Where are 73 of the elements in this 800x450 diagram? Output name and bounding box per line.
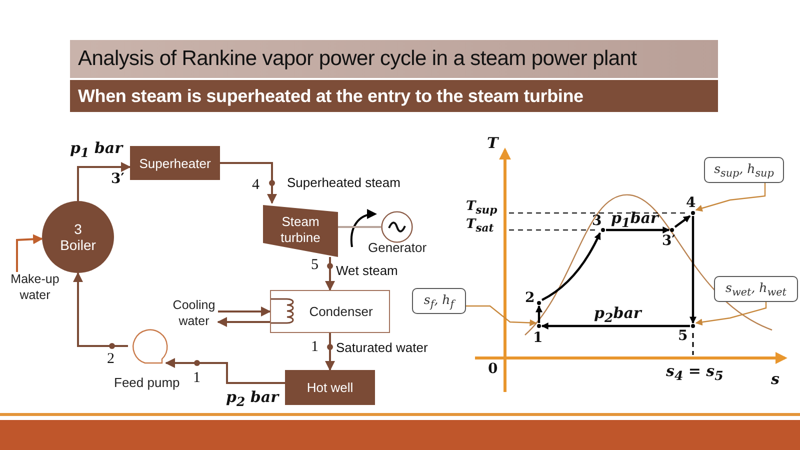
state-point xyxy=(690,210,696,216)
node-label: Hot well xyxy=(306,380,354,395)
callout-box xyxy=(714,276,798,302)
diagram-label: Wet steam xyxy=(336,264,398,277)
node-label: s$_{f}$, h$_{f}$ xyxy=(424,292,454,310)
node-caption: Feed pump xyxy=(114,375,180,390)
diagram-label: 3′ xyxy=(662,234,676,248)
diagram-label: 1 xyxy=(311,340,318,355)
process-arrow xyxy=(541,322,690,330)
node-caption: Generator xyxy=(368,240,427,255)
condenser-box xyxy=(270,290,390,333)
arrow xyxy=(16,234,44,272)
diagram-label: 2 xyxy=(525,291,535,305)
diagram-label: p$_{2}$ bar xyxy=(226,390,279,408)
process-arrow xyxy=(690,216,696,324)
arrow xyxy=(218,306,271,316)
generator-circle xyxy=(381,211,413,243)
state-point xyxy=(536,323,542,329)
superheater-box xyxy=(130,146,220,180)
process-arrow xyxy=(674,215,691,228)
node-label: s$_{wet}$, h$_{wet}$ xyxy=(726,280,786,298)
node-label: Superheater xyxy=(139,156,211,170)
node-label: Boiler xyxy=(60,237,96,253)
diagram-label: 1 xyxy=(193,371,200,386)
diagram-label: p$_{1}$ bar xyxy=(70,141,123,160)
arrow xyxy=(220,162,277,204)
diagram-label: s$_{4}$ = s$_{5}$ xyxy=(666,364,724,382)
arrow xyxy=(325,333,335,371)
shaft-line xyxy=(338,226,381,228)
process-arrow xyxy=(541,232,601,301)
leader-line xyxy=(695,183,766,212)
turbine-shape xyxy=(263,203,338,257)
leader-line xyxy=(466,305,537,326)
node-label: 3 xyxy=(74,221,82,237)
arrow xyxy=(73,272,128,347)
diagram-label: T$_{sat}$ xyxy=(466,218,494,234)
diagram-label: 5 xyxy=(311,258,318,273)
arrow xyxy=(217,317,270,327)
diagram-label: 3 xyxy=(592,214,602,228)
diagram-label: s xyxy=(771,372,780,387)
arrow xyxy=(325,257,335,291)
process-arrow xyxy=(536,305,542,323)
state-point xyxy=(536,300,542,306)
diagram-label: 2 xyxy=(107,352,114,367)
diagram-label: Superheated steam xyxy=(287,176,400,189)
state-point xyxy=(690,323,696,329)
callout-box xyxy=(412,288,466,314)
diagram-label: p$_{2}$bar xyxy=(594,306,642,324)
diagram-label: 3′ xyxy=(111,172,124,186)
leader-line xyxy=(695,302,767,326)
node-label: Cooling water xyxy=(172,298,216,330)
state-point xyxy=(600,227,606,233)
callout-box xyxy=(704,157,784,183)
hot-well-box xyxy=(285,370,375,405)
diagram-label: p$_{1}$bar xyxy=(611,211,658,230)
node-label: Condenser xyxy=(309,304,373,319)
title-banner: Analysis of Rankine vapor power cycle in a steam power plant xyxy=(70,40,718,78)
diagram-label: T$_{sup}$ xyxy=(466,200,498,216)
diagram-label: T xyxy=(487,136,498,151)
subtitle-banner: When steam is superheated at the entry to the steam turbine xyxy=(70,80,718,112)
diagram-label: 1 xyxy=(533,331,543,345)
arrow xyxy=(77,162,131,201)
diagram-label: 4 xyxy=(686,196,696,210)
node-label: s$_{sup}$, h$_{sup}$ xyxy=(714,160,774,180)
node-label: Steam turbine xyxy=(280,214,322,246)
state-point xyxy=(669,227,675,233)
diagram-label: 0 xyxy=(488,362,498,376)
process-arrow xyxy=(606,226,670,234)
diagram-label: 4 xyxy=(252,178,260,193)
diagram-label: Saturated water xyxy=(336,341,428,354)
diagram-label: 5 xyxy=(678,329,688,343)
node-label: Make-up water xyxy=(10,272,60,304)
arrow xyxy=(165,358,285,384)
